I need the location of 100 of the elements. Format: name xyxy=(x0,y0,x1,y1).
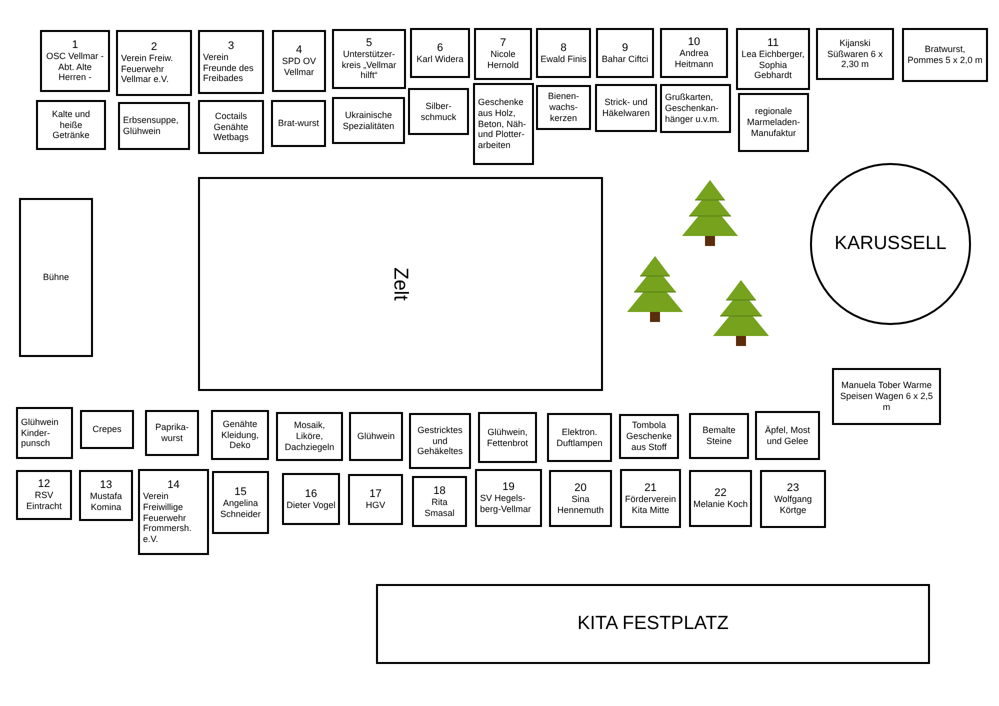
stall-label: SV Hegels-berg-Vellmar xyxy=(480,493,532,515)
stall-label: Kalte und heiße Getränke xyxy=(50,108,92,142)
stall-box xyxy=(902,28,988,82)
stall-box xyxy=(271,100,326,147)
stall-label: Glühwein xyxy=(357,431,395,442)
stall-box xyxy=(145,410,199,456)
stall-box xyxy=(116,30,192,96)
stall-label: Erbsensuppe, Glühwein xyxy=(123,115,180,137)
stall-label: Silber-schmuck xyxy=(420,100,458,122)
stall-number: 22 xyxy=(714,487,727,500)
stall-label: Brat-wurst xyxy=(278,118,319,129)
stall-label: Wolfgang Körtge xyxy=(773,494,813,516)
stall-label: Manuela Tober Warme Speisen Wagen 6 x 2,5 m xyxy=(839,380,934,413)
stall-label: Verein Freiwillige Feuerwehr Frommersh. e.V. xyxy=(143,491,193,546)
stall-box xyxy=(760,470,826,528)
stall-label: KITA FESTPLATZ xyxy=(577,612,729,636)
stall-label: Nicole Hernold xyxy=(486,49,520,71)
stall-box xyxy=(212,471,269,534)
stall-label: Verein Freiw. Feuerwehr Vellmar e.V. xyxy=(121,52,174,86)
stall-box xyxy=(19,198,93,357)
stall-box xyxy=(332,29,406,89)
stall-box xyxy=(536,28,591,78)
stall-box xyxy=(689,413,749,459)
stall-label: Dieter Vogel xyxy=(286,500,336,510)
stall-label: Strick- und Häkelwaren xyxy=(601,97,651,119)
stall-number: 19 xyxy=(502,481,515,494)
stall-box xyxy=(40,30,110,92)
stall-box xyxy=(412,476,467,527)
stall-label: Verein Freunde des Freibades xyxy=(203,52,255,84)
stall-box xyxy=(478,412,537,463)
stall-label: Ewald Finis xyxy=(540,54,586,64)
stall-label: Lea Eichberger, Sophia Gebhardt xyxy=(740,48,806,82)
stall-label: RSV Eintracht xyxy=(25,490,63,512)
stall-box xyxy=(276,412,343,461)
stall-label: Glühwein Kinder-punsch xyxy=(21,416,60,450)
stall-label: Geschenke aus Holz, Beton, Näh- und Plotter-arbeiten xyxy=(478,97,528,151)
stall-number: 17 xyxy=(369,488,382,500)
stall-number: 10 xyxy=(688,36,700,48)
stall-number: 4 xyxy=(296,44,302,56)
stall-box xyxy=(474,28,532,80)
stall-box xyxy=(755,411,820,460)
stall-label: Crepes xyxy=(92,424,122,435)
stall-label: Mustafa Komina xyxy=(88,490,123,512)
stall-label: KARUSSELL xyxy=(834,232,946,256)
stall-label: Äpfel, Most und Gelee xyxy=(764,424,812,446)
stall-box xyxy=(620,469,681,528)
stall-box xyxy=(689,470,752,527)
stall-box xyxy=(473,83,534,165)
stall-label: Elektron. Duftlampen xyxy=(555,426,604,448)
stall-label: Förderverein Kita Mitte xyxy=(624,494,677,516)
stall-box xyxy=(138,469,209,555)
stall-label: OSC Vellmar - Abt. Alte Herren - xyxy=(45,50,105,84)
stall-number: 8 xyxy=(560,42,567,54)
stall-number: 21 xyxy=(644,482,657,494)
stall-label: Zelt xyxy=(388,267,412,301)
stall-box xyxy=(409,413,471,469)
stall-box xyxy=(349,412,403,461)
stall-number: 1 xyxy=(72,38,78,51)
stall-box xyxy=(198,100,264,154)
stall-box xyxy=(595,84,657,132)
stall-box xyxy=(79,470,133,521)
stall-label: Sina Hennemuth xyxy=(556,494,605,516)
stall-number: 2 xyxy=(150,40,158,53)
stall-box xyxy=(736,28,810,90)
stall-label: Andrea Heitmann xyxy=(674,48,714,70)
stall-label: Kijanski Süßwaren 6 x 2,30 m xyxy=(826,38,884,70)
stall-box xyxy=(660,28,728,78)
stall-label: Paprika-wurst xyxy=(154,422,190,444)
stall-number: 15 xyxy=(234,486,247,498)
stall-label: SPD OV Vellmar xyxy=(280,56,317,78)
stall-box xyxy=(536,85,591,130)
area-box xyxy=(376,584,930,664)
stall-box xyxy=(16,470,72,520)
stall-box xyxy=(348,474,403,525)
stall-box xyxy=(547,413,612,462)
stall-box xyxy=(36,100,106,150)
stall-label: Grußkarten, Geschenkan-hänger u.v.m. xyxy=(665,92,720,125)
stall-box xyxy=(80,410,134,449)
stall-box xyxy=(816,28,894,80)
stall-box xyxy=(16,407,73,459)
stall-label: regionale Marmeladen-Manufaktur xyxy=(746,106,802,139)
stall-label: Rita Smasal xyxy=(423,496,456,518)
stall-number: 3 xyxy=(228,40,234,52)
stall-label: Karl Widera xyxy=(416,54,464,64)
stall-number: 6 xyxy=(436,42,444,54)
stall-label: Mosaik, Liköre, Dachziegeln xyxy=(284,420,336,453)
stall-box xyxy=(211,410,269,460)
stall-box xyxy=(619,414,679,459)
stall-box xyxy=(410,28,470,78)
stall-number: 14 xyxy=(167,478,180,492)
stall-label: Unterstützer-kreis „Vellmar hilft“ xyxy=(340,48,398,82)
stall-number: 13 xyxy=(100,478,112,491)
stall-label: HGV xyxy=(366,500,386,511)
stall-box xyxy=(549,470,612,527)
stall-number: 16 xyxy=(304,488,318,500)
stall-label: Bienen-wachs-kerzen xyxy=(546,91,580,124)
stall-label: Angelina Schneider xyxy=(219,498,262,520)
stall-box xyxy=(198,30,264,94)
stall-number: 7 xyxy=(500,37,506,50)
stall-number: 12 xyxy=(38,478,50,490)
